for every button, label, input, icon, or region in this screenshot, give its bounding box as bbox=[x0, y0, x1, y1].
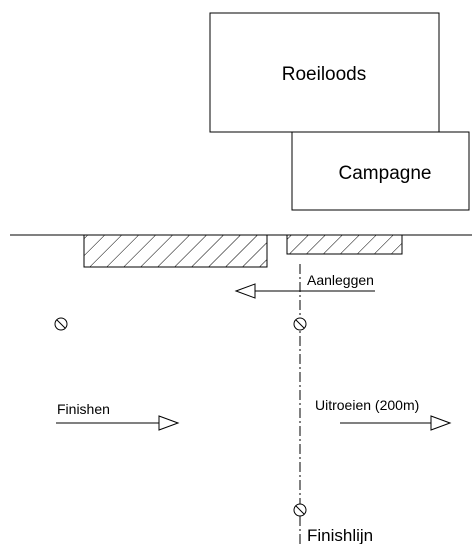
moor-arrow bbox=[234, 283, 375, 299]
campagne-label: Campagne bbox=[339, 163, 432, 184]
boathouse-label: Roeiloods bbox=[282, 64, 367, 85]
finish-approach-label: Finishen bbox=[57, 401, 110, 417]
buoy-left-icon bbox=[54, 317, 68, 331]
finish-line-label: Finishlijn bbox=[307, 526, 373, 544]
row-out-label: Uitroeien (200m) bbox=[315, 397, 419, 413]
jetty-right bbox=[286, 234, 403, 255]
campagne-building bbox=[291, 131, 470, 211]
buoy-center-icon bbox=[293, 317, 307, 331]
finish-approach-arrow bbox=[56, 415, 180, 431]
boathouse-building bbox=[209, 12, 440, 133]
row-out-arrow bbox=[340, 415, 452, 431]
buoy-finish-icon bbox=[293, 503, 307, 517]
moor-label: Aanleggen bbox=[307, 272, 374, 288]
jetty-left bbox=[83, 234, 268, 268]
